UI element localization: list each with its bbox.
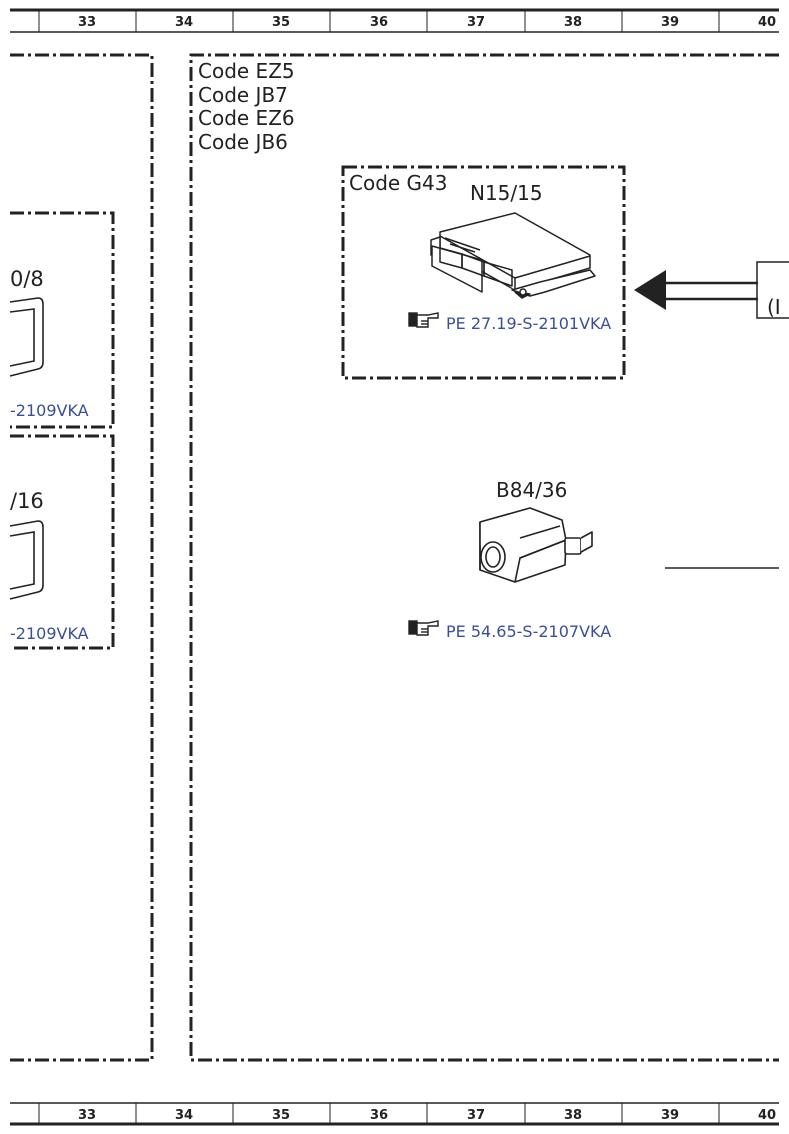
module-name: N15/15 bbox=[470, 181, 543, 205]
code-label-2: Code JB7 bbox=[198, 83, 288, 107]
ruler-col-33: 33 bbox=[78, 15, 96, 30]
ruler-col-35: 35 bbox=[272, 1108, 290, 1123]
main-panel-frame bbox=[189, 53, 779, 1062]
pointing-hand-icon bbox=[408, 620, 439, 636]
ruler-col-39: 39 bbox=[661, 1108, 679, 1123]
ruler-col-39: 39 bbox=[661, 15, 679, 30]
control-unit-icon bbox=[430, 212, 596, 299]
bottom-ruler: 33 34 35 36 37 38 39 40 bbox=[10, 1102, 779, 1126]
left-component-bottom-label: /16 bbox=[10, 489, 44, 513]
module-code-label: Code G43 bbox=[349, 171, 448, 195]
right-edge-box: (I bbox=[756, 261, 789, 319]
left-panel-frame bbox=[10, 53, 154, 1062]
left-component-top-icon bbox=[9, 297, 44, 377]
ruler-col-33: 33 bbox=[78, 1108, 96, 1123]
ruler-col-34: 34 bbox=[175, 15, 193, 30]
sensor-name: B84/36 bbox=[496, 478, 567, 502]
ruler-col-36: 36 bbox=[370, 15, 388, 30]
left-component-box-top: 0/8 -2109VKA bbox=[9, 211, 115, 429]
sensor-reference-link[interactable]: PE 54.65-S-2107VKA bbox=[446, 622, 611, 641]
ruler-col-35: 35 bbox=[272, 15, 290, 30]
top-ruler: 33 34 35 36 37 38 39 40 bbox=[10, 8, 779, 33]
code-label-3: Code EZ6 bbox=[198, 106, 295, 130]
ruler-col-40: 40 bbox=[758, 1108, 776, 1123]
code-label-4: Code JB6 bbox=[198, 130, 288, 154]
ruler-col-37: 37 bbox=[467, 1108, 485, 1123]
ruler-col-34: 34 bbox=[175, 1108, 193, 1123]
left-component-bottom-icon bbox=[9, 520, 44, 600]
right-edge-label: (I bbox=[767, 295, 781, 319]
code-label-1: Code EZ5 bbox=[198, 59, 295, 83]
ruler-col-38: 38 bbox=[564, 1108, 582, 1123]
left-component-top-label: 0/8 bbox=[10, 267, 44, 291]
ruler-col-38: 38 bbox=[564, 15, 582, 30]
left-component-box-bottom: /16 -2109VKA bbox=[9, 434, 115, 650]
module-reference-link[interactable]: PE 27.19-S-2101VKA bbox=[446, 314, 611, 333]
ruler-col-37: 37 bbox=[467, 15, 485, 30]
arrow-left-icon bbox=[634, 270, 758, 310]
module-box: Code G43 N15/15 PE 27.19-S-2101VKA bbox=[341, 165, 626, 380]
left-component-top-reference[interactable]: -2109VKA bbox=[10, 401, 89, 420]
left-component-bottom-reference[interactable]: -2109VKA bbox=[10, 624, 89, 643]
ruler-col-36: 36 bbox=[370, 1108, 388, 1123]
pointing-hand-icon bbox=[408, 312, 439, 328]
ruler-col-40: 40 bbox=[758, 15, 776, 30]
camera-sensor-icon bbox=[479, 507, 593, 583]
